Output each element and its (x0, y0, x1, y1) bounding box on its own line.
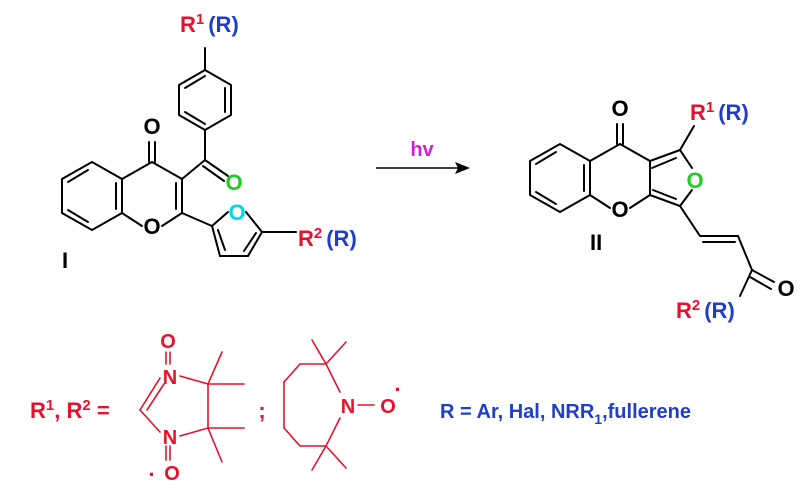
bond (151, 161, 183, 180)
bond (325, 341, 347, 365)
bond (589, 143, 621, 162)
bond (146, 383, 165, 411)
r1-substituent: R1(R) (180, 11, 239, 37)
separator-semicolon: ; (258, 398, 265, 423)
bond (179, 375, 209, 385)
bond (207, 351, 223, 385)
bond (283, 363, 301, 383)
arrow-head (455, 162, 470, 174)
bond (211, 211, 229, 227)
benzo-ring-II (529, 143, 591, 213)
bond (325, 445, 347, 469)
tempo-o: O (380, 396, 396, 418)
bond (589, 194, 611, 209)
benzo-ring (61, 161, 123, 231)
imidazoline-nitroxide: O N N O · (139, 331, 245, 487)
bond (217, 229, 226, 251)
phenyl-ring (178, 69, 232, 131)
imidazoline-o-bottom: O (164, 463, 180, 485)
bond (679, 125, 695, 151)
r2-substituent: R2(R) (298, 225, 357, 251)
bond (651, 157, 677, 169)
compound-I: O O O O R1(R) R2(R) I (61, 11, 357, 273)
bond (179, 427, 209, 437)
ketone-o-II: O (777, 276, 794, 301)
r-definition: R = Ar, Hal, NRR1,fullerene (440, 401, 691, 427)
bond (649, 194, 681, 207)
bond (139, 409, 161, 433)
bond (751, 269, 775, 283)
c4-carbonyl-o: O (143, 114, 160, 139)
compound-II: O O O O R1(R) R2(R) II (529, 96, 795, 323)
imidazoline-radical-dot: · (148, 462, 155, 487)
r1-substituent-II: R1(R) (690, 99, 749, 125)
bond (535, 151, 557, 165)
bond (649, 149, 681, 162)
r1-r2-equals: R1, R2 = (30, 397, 110, 423)
bond (737, 235, 753, 271)
r2-substituent-II: R2(R) (676, 297, 735, 323)
bond (679, 149, 693, 169)
imidazoline-n-top: N (163, 367, 177, 389)
bond (629, 194, 651, 209)
bond (679, 189, 693, 207)
tempo-n: N (341, 396, 355, 418)
bond (325, 417, 341, 447)
bond (211, 225, 221, 257)
bond (181, 212, 213, 227)
bond (139, 377, 161, 411)
bond (181, 159, 206, 180)
bond (161, 212, 183, 227)
reaction-arrow: hv (376, 139, 470, 174)
bond (749, 276, 772, 290)
bond (535, 191, 557, 205)
bond (243, 232, 257, 252)
pyran-ring-o-II: O (611, 197, 628, 222)
bond (619, 143, 651, 162)
bond (679, 205, 701, 237)
bond (121, 161, 153, 180)
bond (207, 427, 223, 463)
bond (283, 427, 301, 447)
hv-label: hv (410, 139, 434, 161)
imidazoline-o-top: O (160, 331, 176, 353)
bond (184, 75, 206, 89)
bond (652, 189, 677, 200)
c9-carbonyl-o: O (611, 96, 628, 121)
bond (67, 169, 89, 183)
bond (204, 159, 229, 177)
tempo-radical-dot: · (394, 377, 401, 402)
ketone-o: O (225, 170, 242, 195)
furan-o: O (228, 200, 245, 225)
pyran-ring-o: O (143, 214, 160, 239)
imidazoline-n-bottom: N (163, 427, 177, 449)
tempo-nitroxide: N O · (283, 339, 402, 471)
compound-II-label: II (590, 230, 602, 255)
bond (311, 339, 327, 365)
bond (245, 211, 263, 233)
bond (311, 445, 327, 471)
bond (325, 363, 341, 393)
bond (247, 231, 263, 257)
bond (121, 212, 143, 227)
furan-o-II: O (686, 168, 703, 193)
bond (67, 209, 89, 223)
bond (739, 269, 753, 297)
bond (184, 111, 206, 125)
bond (202, 165, 225, 182)
substituent-definitions: R1, R2 = O N N O · ; (30, 331, 691, 487)
compound-I-label: I (62, 248, 68, 273)
